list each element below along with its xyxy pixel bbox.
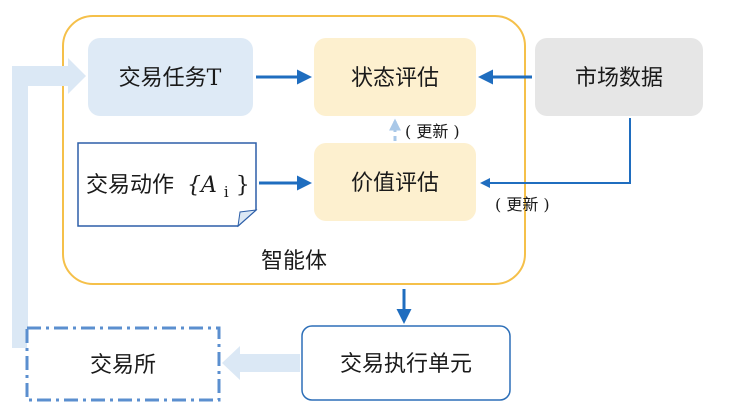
value-eval-label: 价值评估 xyxy=(351,171,439,196)
arrow-execution-to-exchange xyxy=(222,346,300,380)
arrow-market-to-value-update xyxy=(480,118,631,188)
state-eval-node xyxy=(314,38,476,116)
update-inner-label: ( 更新 ) xyxy=(405,122,460,141)
market-data-node xyxy=(535,38,703,116)
trade-action-label: 交易动作 {A i } xyxy=(86,173,250,203)
agent-container xyxy=(62,15,526,285)
market-data-label: 市场数据 xyxy=(575,66,663,91)
exchange-node xyxy=(25,326,221,402)
update-outer-label: ( 更新 ) xyxy=(495,195,550,214)
trade-task-label: 交易任务T xyxy=(119,66,222,91)
execution-unit-label: 交易执行单元 xyxy=(340,352,472,377)
agent-label: 智能体 xyxy=(261,249,327,274)
trade-action-sub: i xyxy=(224,183,229,201)
value-eval-node xyxy=(314,143,476,221)
exchange-label: 交易所 xyxy=(90,353,156,378)
state-eval-label: 状态评估 xyxy=(351,66,439,91)
trade-task-node xyxy=(88,38,253,116)
trade-action-fold xyxy=(237,209,258,228)
trade-action-close: } xyxy=(236,173,250,198)
execution-unit-node xyxy=(301,325,511,401)
trade-action-text: 交易动作 xyxy=(86,173,174,198)
trade-action-math: {A xyxy=(187,173,217,198)
feedback-pipe xyxy=(12,58,86,348)
